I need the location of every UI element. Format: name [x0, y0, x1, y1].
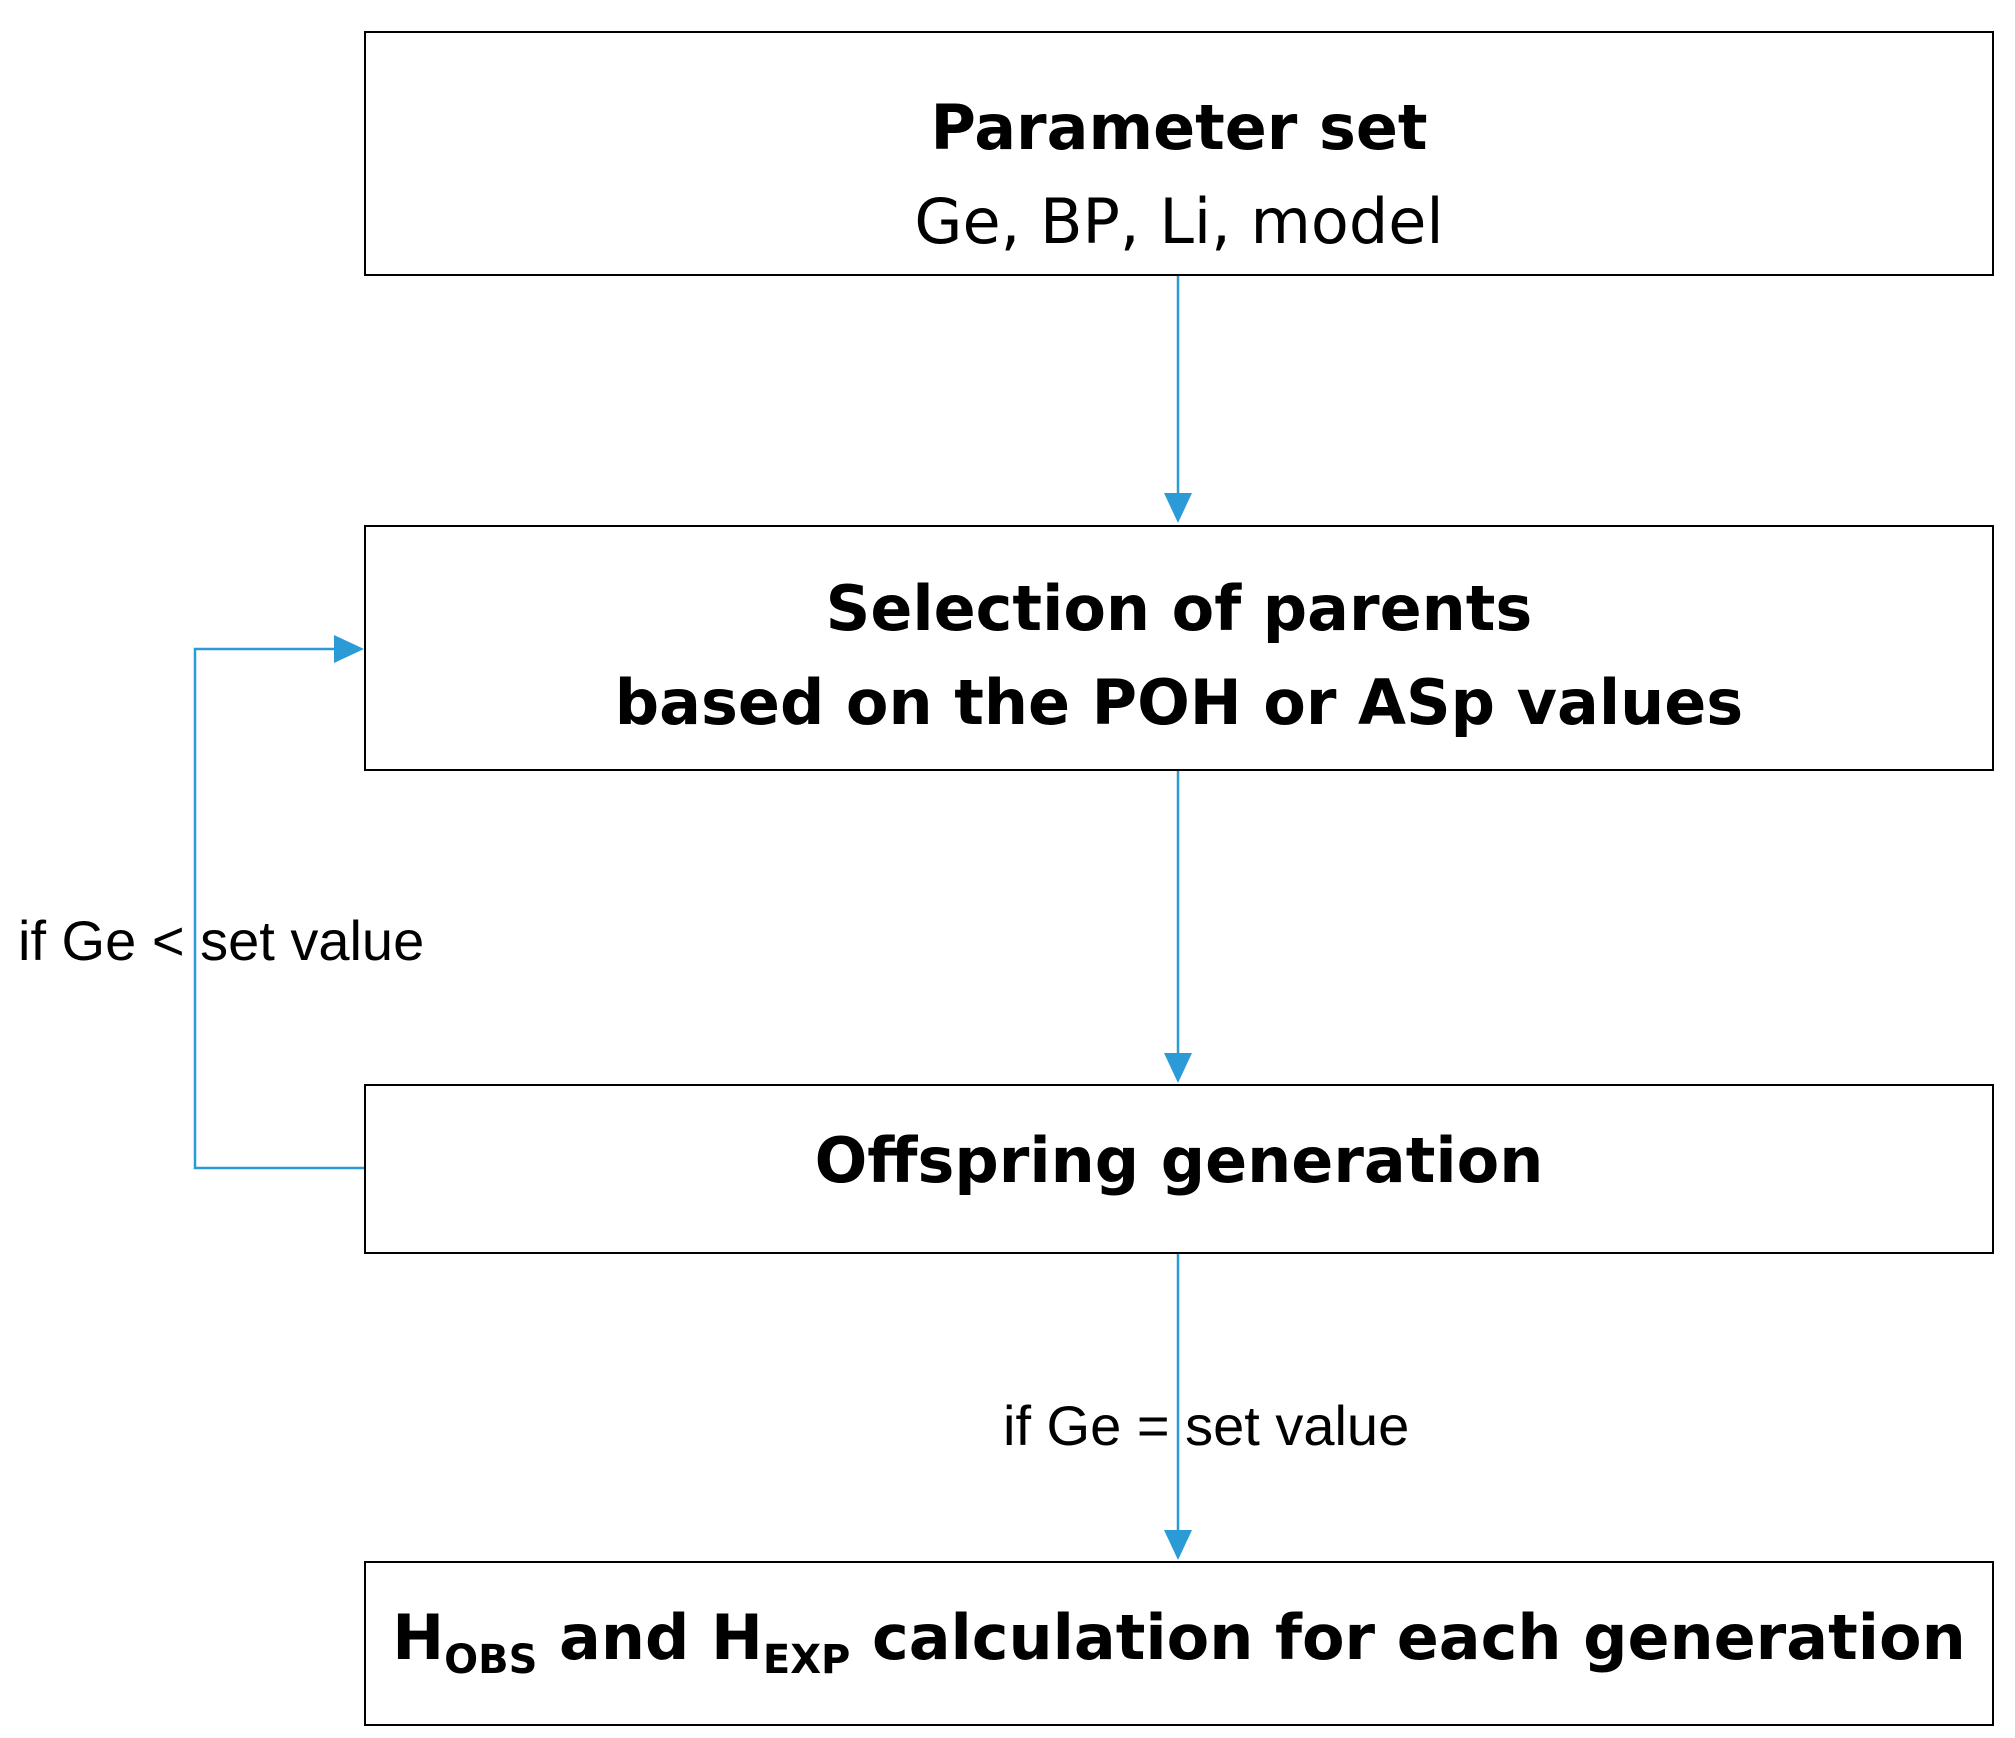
box-offspring-generation: Offspring generation	[364, 1084, 1994, 1254]
h-obs-letter: H	[392, 1601, 445, 1674]
box-heterozygosity-calculation: HOBS and HEXP calculation for each gener…	[364, 1561, 1994, 1726]
calc-rest: calculation for each generation	[850, 1601, 1966, 1674]
parameter-set-values: Ge, BP, Li, model	[914, 185, 1444, 258]
arrowhead-calc	[1164, 1530, 1192, 1560]
parameter-set-title: Parameter set	[930, 91, 1428, 164]
box-parameter-set: Parameter set Ge, BP, Li, model	[364, 31, 1994, 276]
arrowhead-offspring	[1164, 1053, 1192, 1083]
selection-line-2: based on the POH or ASp values	[614, 666, 1744, 739]
arrowhead-selection	[1164, 493, 1192, 523]
offspring-title: Offspring generation	[814, 1124, 1544, 1197]
and-text: and	[537, 1601, 711, 1674]
h-obs-subscript: OBS	[444, 1637, 538, 1683]
arrowhead-loop	[334, 635, 364, 663]
h-exp-letter: H	[710, 1601, 763, 1674]
selection-line-1: Selection of parents	[825, 572, 1533, 645]
loop-condition-text: if Ge < set value	[18, 909, 425, 972]
box-selection-of-parents: Selection of parents based on the POH or…	[364, 525, 1994, 771]
calc-title: HOBS and HEXP calculation for each gener…	[366, 1591, 1992, 1707]
loop-condition-label: if Ge < set value	[18, 908, 424, 973]
h-exp-subscript: EXP	[762, 1637, 851, 1683]
loop-back-connector	[193, 647, 374, 1170]
exit-condition-text: if Ge = set value	[1003, 1394, 1410, 1457]
exit-condition-label: if Ge = set value	[1003, 1393, 1409, 1458]
